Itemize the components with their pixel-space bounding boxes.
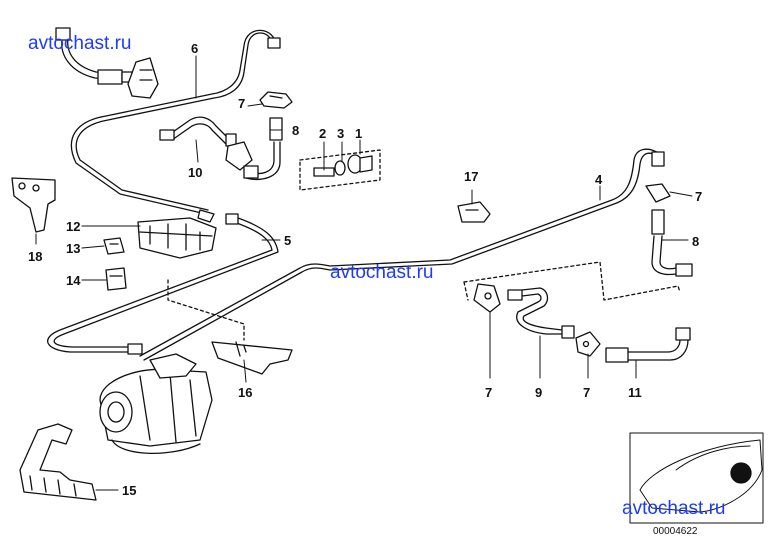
brake-pipe-10 <box>159 116 237 147</box>
callout-6: 6 <box>191 41 198 56</box>
callout-15: 16 <box>238 385 252 400</box>
callout-7-d: 7 <box>583 385 590 400</box>
brake-pipe-6 <box>70 29 281 215</box>
brake-hose-8-right <box>651 209 693 277</box>
clip-7-middle <box>575 331 601 357</box>
callout-12: 12 <box>66 219 80 234</box>
bolt-assembly-1-2-3 <box>299 149 381 191</box>
callout-17: 18 <box>28 249 42 264</box>
brake-hose-8-upper <box>225 117 283 181</box>
callout-7-c: 7 <box>485 385 492 400</box>
clip-7-left <box>473 283 501 313</box>
bracket-17 <box>11 177 56 233</box>
callout-10: 10 <box>188 165 202 180</box>
callout-4: 4 <box>595 172 603 187</box>
callout-7-a: 7 <box>238 96 245 111</box>
callout-5: 5 <box>284 233 291 248</box>
watermark-bottom-right: avtochast.ru <box>622 498 726 519</box>
callout-11: 11 <box>628 385 642 400</box>
callout-8-b: 8 <box>692 234 699 249</box>
brake-hose-11 <box>605 327 691 363</box>
callout-leaders <box>35 55 693 491</box>
callout-7-b: 7 <box>695 189 702 204</box>
brake-pipe-5 <box>47 209 279 355</box>
callout-labels: 6 7 8 2 3 1 10 4 7 8 17 12 13 14 5 18 16… <box>28 41 702 498</box>
clip-7-right <box>645 183 671 203</box>
callout-1: 1 <box>355 126 362 141</box>
clip-7-upper <box>259 91 293 109</box>
callout-18: 15 <box>122 483 136 498</box>
clip-13 <box>103 237 125 255</box>
brake-pipe-4 <box>139 148 665 361</box>
watermark-center: avtochast.ru <box>330 262 434 283</box>
locator-dot <box>730 462 752 484</box>
clip-strip-18 <box>19 423 97 501</box>
distributor-block-12 <box>137 217 217 259</box>
callout-13: 13 <box>66 241 80 256</box>
watermark-top-left: avtochast.ru <box>28 33 132 54</box>
callout-14: 14 <box>66 273 81 288</box>
callout-8-a: 8 <box>292 123 299 138</box>
callout-16: 17 <box>464 169 478 184</box>
abs-modulator <box>99 353 213 455</box>
bracket-15 <box>211 341 293 375</box>
callout-2: 2 <box>319 126 326 141</box>
upper-left-hose <box>55 27 159 99</box>
clip-14 <box>105 267 127 291</box>
brake-pipe-9 <box>507 287 575 339</box>
car-locator-inset <box>629 432 764 524</box>
clip-16 <box>457 201 491 223</box>
diagram-code: 00004622 <box>653 526 698 537</box>
callout-9: 9 <box>535 385 542 400</box>
callout-3: 3 <box>337 126 344 141</box>
leader-lines <box>167 261 681 341</box>
